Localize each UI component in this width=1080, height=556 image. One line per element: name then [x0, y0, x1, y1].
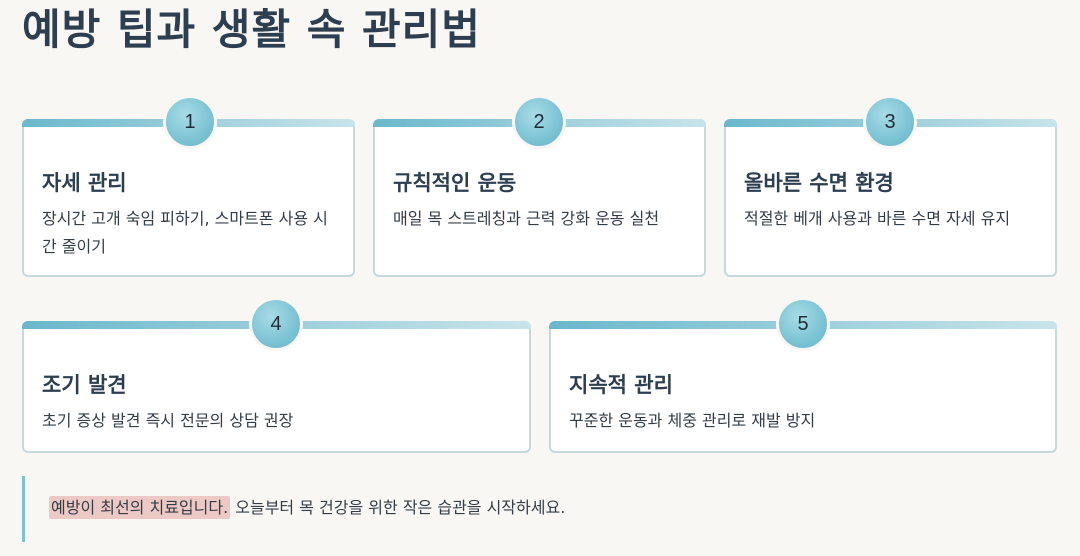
tip-card-3: 3 올바른 수면 환경 적절한 베개 사용과 바른 수면 자세 유지: [724, 95, 1057, 277]
tip-card-1: 1 자세 관리 장시간 고개 숙임 피하기, 스마트폰 사용 시간 줄이기: [22, 95, 355, 277]
card-title: 규칙적인 운동: [393, 171, 517, 195]
step-number-badge: 1: [163, 95, 217, 149]
callout-quote: 예방이 최선의 치료입니다. 오늘부터 목 건강을 위한 작은 습관을 시작하세…: [22, 476, 1058, 542]
card-description: 매일 목 스트레칭과 근력 강화 운동 실천: [393, 209, 660, 228]
step-number-badge: 5: [776, 297, 830, 351]
card-description: 적절한 베개 사용과 바른 수면 자세 유지: [744, 209, 1011, 228]
step-number-badge: 2: [512, 95, 566, 149]
page-title: 예방 팁과 생활 속 관리법: [22, 5, 481, 54]
card-title: 자세 관리: [42, 171, 127, 195]
callout-body: 오늘부터 목 건강을 위한 작은 습관을 시작하세요.: [230, 498, 566, 517]
callout-text: 예방이 최선의 치료입니다. 오늘부터 목 건강을 위한 작은 습관을 시작하세…: [49, 494, 566, 519]
step-number-badge: 3: [863, 95, 917, 149]
card-description: 초기 증상 발견 즉시 전문의 상담 권장: [42, 411, 294, 430]
card-description: 꾸준한 운동과 체중 관리로 재발 방지: [569, 411, 816, 430]
card-title: 올바른 수면 환경: [744, 171, 894, 195]
tip-card-4: 4 조기 발견 초기 증상 발견 즉시 전문의 상담 권장: [22, 297, 531, 453]
tip-card-2: 2 규칙적인 운동 매일 목 스트레칭과 근력 강화 운동 실천: [373, 95, 706, 277]
callout-highlight: 예방이 최선의 치료입니다.: [49, 496, 231, 519]
card-title: 지속적 관리: [569, 373, 673, 397]
tip-card-5: 5 지속적 관리 꾸준한 운동과 체중 관리로 재발 방지: [549, 297, 1057, 453]
step-number-badge: 4: [249, 297, 303, 351]
card-description: 장시간 고개 숙임 피하기, 스마트폰 사용 시간 줄이기: [42, 209, 328, 256]
card-title: 조기 발견: [42, 373, 127, 397]
